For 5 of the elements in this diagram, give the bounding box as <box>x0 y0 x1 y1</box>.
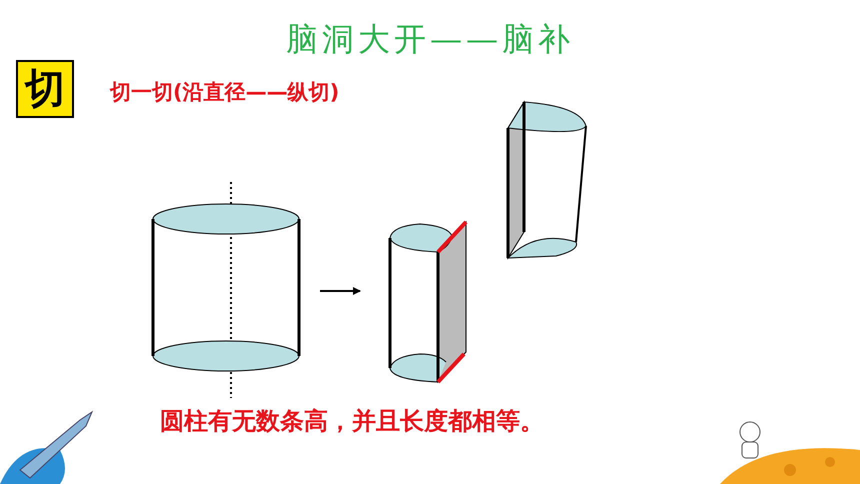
subtitle: 切一切(沿直径——纵切) <box>110 79 340 106</box>
arrow <box>320 287 361 295</box>
badge-label: 切 <box>16 60 74 118</box>
conclusion-text: 圆柱有无数条高，并且长度都相等。 <box>160 406 544 437</box>
title: 脑洞大开——脑补 <box>285 19 575 60</box>
